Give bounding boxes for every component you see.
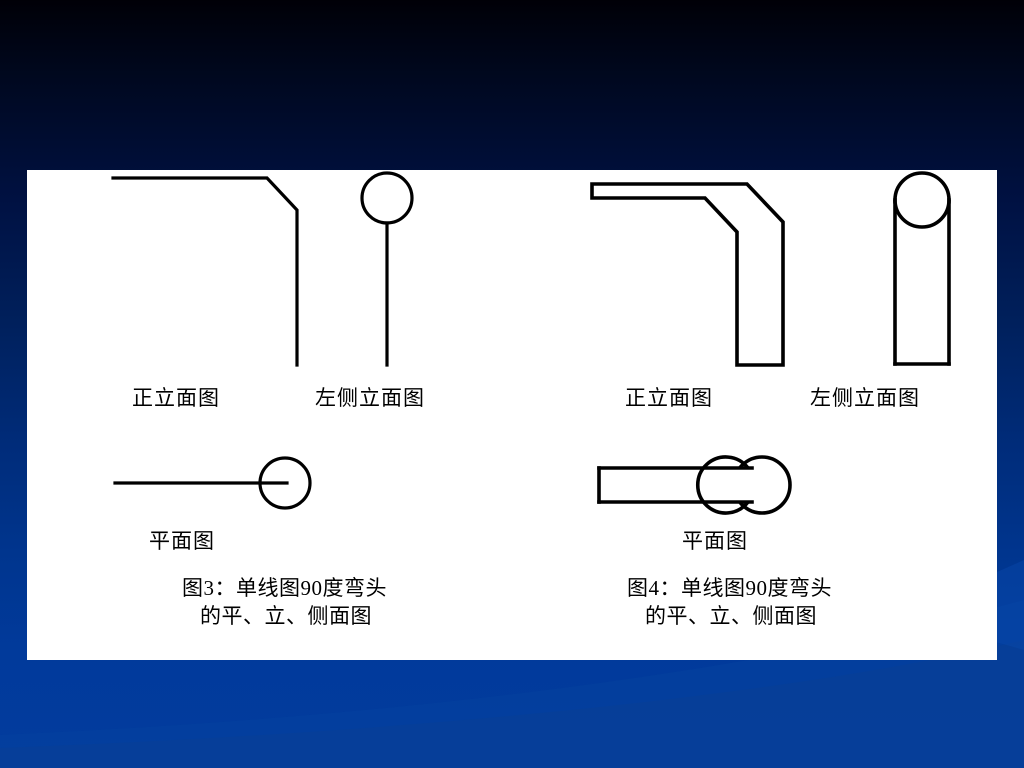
label-front-elevation-single: 正立面图 <box>132 386 220 410</box>
label-side-elevation-double: 左侧立面图 <box>810 386 920 410</box>
single-line-front-elevation-drawing <box>77 170 307 375</box>
caption-figure-3: 图3：单线图90度弯头 的平、立、侧面图 <box>182 574 387 630</box>
single-line-plan-drawing <box>82 450 327 520</box>
caption-figure-4-line-1: 图4：单线图90度弯头 <box>627 576 832 600</box>
content-panel: 正立面图 左侧立面图 平面图 图3：单线图90度弯头 的平、立、侧 <box>27 170 997 660</box>
figure-group-single-line: 正立面图 左侧立面图 平面图 图3：单线图90度弯头 的平、立、侧 <box>27 170 527 660</box>
caption-figure-3-line-1: 图3：单线图90度弯头 <box>182 576 387 600</box>
double-line-side-elevation-drawing <box>872 170 992 375</box>
double-line-front-elevation-drawing <box>587 170 817 375</box>
label-front-elevation-double: 正立面图 <box>625 386 713 410</box>
double-line-plan-drawing <box>587 450 832 520</box>
label-plan-single: 平面图 <box>149 529 215 553</box>
caption-figure-3-line-2: 的平、立、侧面图 <box>200 604 372 628</box>
figure-group-double-line: 正立面图 左侧立面图 <box>527 170 997 660</box>
caption-figure-4: 图4：单线图90度弯头 的平、立、侧面图 <box>627 574 832 630</box>
label-side-elevation-single: 左侧立面图 <box>315 386 425 410</box>
single-line-side-elevation-drawing <box>322 170 442 375</box>
caption-figure-4-line-2: 的平、立、侧面图 <box>645 604 817 628</box>
label-plan-double: 平面图 <box>682 529 748 553</box>
